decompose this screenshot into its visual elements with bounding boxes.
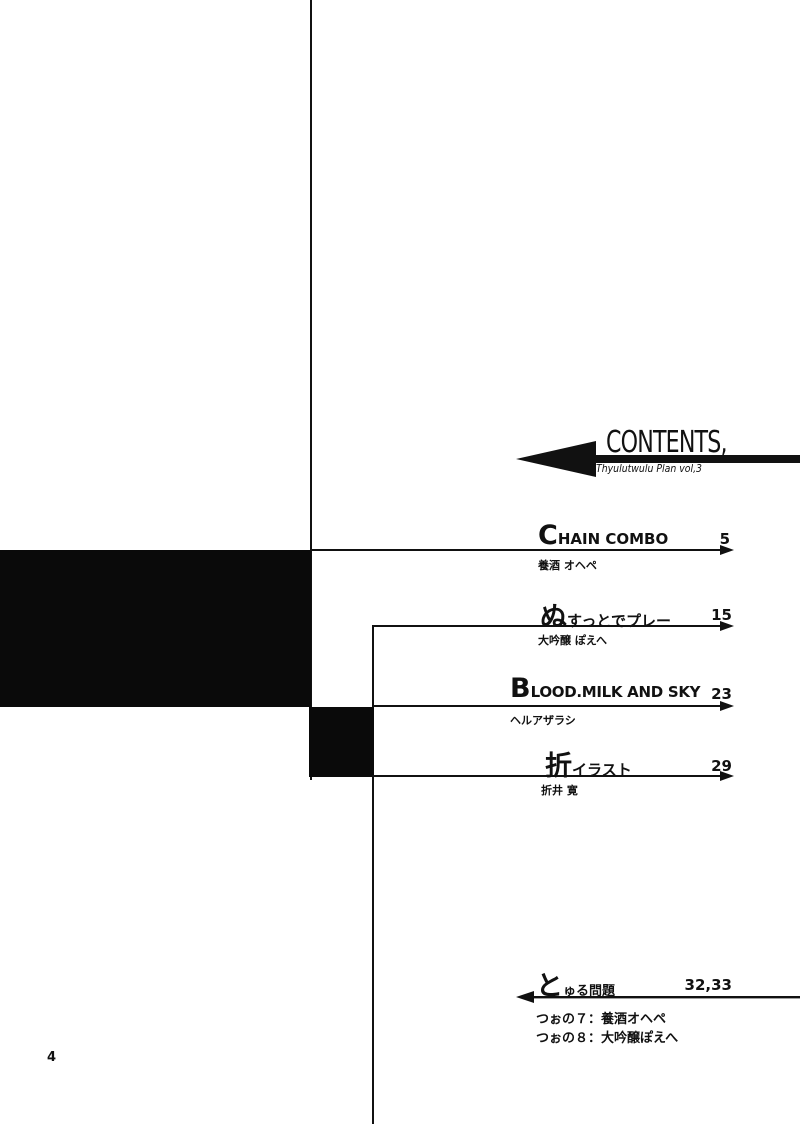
entry-title: BLOOD.MILK AND SKY bbox=[510, 673, 701, 704]
bonus-page: 32,33 bbox=[684, 976, 732, 994]
entry-page: 5 bbox=[719, 530, 730, 548]
page-number: 4 bbox=[47, 1050, 57, 1065]
page-title: CONTENTS, bbox=[606, 425, 728, 460]
entry-author: 折井 寛 bbox=[541, 784, 578, 797]
entry-initial: C bbox=[538, 520, 558, 551]
left-arrow-icon bbox=[516, 991, 800, 1003]
entry-title: CHAIN COMBO bbox=[538, 520, 668, 551]
entry-initial: B bbox=[510, 673, 531, 704]
entry-author: 大吟醸 ぽえへ bbox=[538, 634, 608, 647]
entry-page: 29 bbox=[711, 757, 732, 775]
entry-rule bbox=[372, 625, 722, 627]
left-arrow-icon bbox=[516, 441, 800, 477]
arrow-right-icon bbox=[720, 701, 734, 711]
vertical-rule-right bbox=[372, 626, 374, 1124]
entry-rule bbox=[310, 549, 722, 551]
entry-initial: ぬ bbox=[540, 602, 567, 633]
entry-title: ぬすっとでプレー bbox=[540, 595, 671, 634]
entry-page: 23 bbox=[711, 685, 732, 703]
entry-initial: 折 bbox=[545, 751, 572, 782]
entry-page: 15 bbox=[711, 606, 732, 624]
entry-title-rest: すっとでプレー bbox=[567, 612, 671, 630]
entry-rule bbox=[372, 705, 722, 707]
bonus-title-rest: ゅる問題 bbox=[563, 984, 616, 999]
entry-author: ヘルアザラシ bbox=[510, 714, 576, 727]
arrow-right-icon bbox=[720, 771, 734, 781]
vertical-rule-left bbox=[310, 0, 312, 780]
black-block-large bbox=[0, 550, 311, 707]
entry-title-rest: イラスト bbox=[572, 761, 632, 779]
entry-author: 養酒 オヘペ bbox=[538, 559, 597, 572]
entry-rule bbox=[372, 775, 722, 777]
black-block-small bbox=[309, 707, 374, 777]
arrow-right-icon bbox=[720, 545, 734, 555]
entry-title-rest: HAIN COMBO bbox=[557, 530, 669, 548]
arrow-right-icon bbox=[720, 621, 734, 631]
entry-title-rest: LOOD.MILK AND SKY bbox=[530, 683, 701, 701]
bonus-line: つぉの８：大吟醸ぽえへ bbox=[536, 1031, 679, 1046]
bonus-line: つぉの７：養酒オヘペ bbox=[536, 1012, 667, 1027]
page-subtitle: Thyulutwulu Plan vol,3 bbox=[596, 462, 702, 475]
entry-title: 折イラスト bbox=[545, 744, 632, 783]
